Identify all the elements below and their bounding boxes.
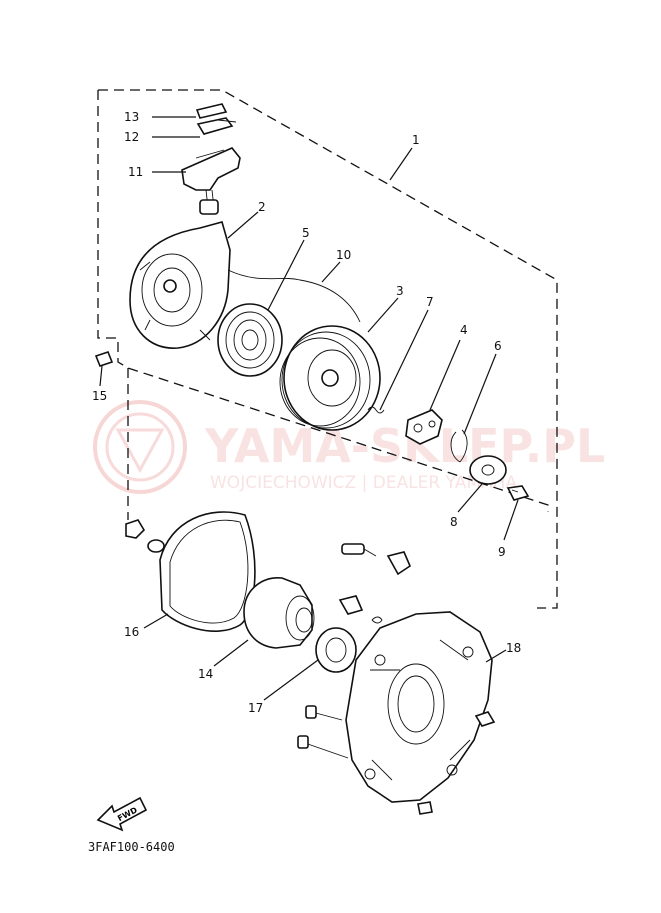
callout-7: 7 xyxy=(426,295,434,309)
callout-10: 10 xyxy=(336,248,351,262)
part-10-rope xyxy=(227,269,361,323)
part-6-clip xyxy=(450,429,468,463)
callout-15: 15 xyxy=(92,389,107,403)
watermark-subtitle: WOJCIECHOWICZ | DEALER YAMAHA xyxy=(210,473,517,493)
callout-12: 12 xyxy=(124,130,139,144)
callout-5: 5 xyxy=(302,226,310,240)
callout-16: 16 xyxy=(124,625,139,639)
part-7-spring xyxy=(367,406,385,414)
part-12-clip xyxy=(196,117,237,135)
callout-8: 8 xyxy=(450,515,458,529)
callout-9: 9 xyxy=(498,545,506,559)
callouts: 1 2 3 4 5 6 7 8 9 10 11 12 13 14 15 16 1… xyxy=(92,110,521,715)
watermark-title: YAMA-SKLEP.PL xyxy=(204,419,605,473)
callout-4: 4 xyxy=(460,323,468,337)
watermark: YAMA-SKLEP.PL WOJCIECHOWICZ | DEALER YAM… xyxy=(93,400,605,494)
watermark-logo xyxy=(93,400,187,494)
diagram-code: 3FAF100-6400 xyxy=(88,840,175,854)
callout-18: 18 xyxy=(506,641,521,655)
callout-11: 11 xyxy=(128,165,143,179)
part-8-plate xyxy=(469,455,507,485)
assembly-outline xyxy=(97,89,558,609)
callout-2: 2 xyxy=(258,200,266,214)
part-2-starter-case xyxy=(129,221,231,349)
nut-washer xyxy=(125,519,165,553)
part-16-gasket xyxy=(159,511,256,633)
fwd-arrow: FWD xyxy=(96,796,148,832)
leader-lines xyxy=(99,116,519,701)
callout-1: 1 xyxy=(412,133,420,147)
part-14-drive-pulley xyxy=(243,577,315,649)
part-18-case-cover xyxy=(345,611,493,803)
part-5-spring xyxy=(217,303,283,377)
callout-13: 13 xyxy=(124,110,139,124)
part-3-pulley xyxy=(279,325,381,431)
part-11-handle xyxy=(181,147,241,215)
part-17-oil-seal xyxy=(315,627,357,673)
cover-bolts xyxy=(297,705,496,815)
part-9-bolt xyxy=(506,485,530,501)
part-13-cap xyxy=(195,103,228,119)
small-parts xyxy=(338,543,411,624)
callout-6: 6 xyxy=(494,339,502,353)
part-15-bolt xyxy=(94,351,114,367)
callout-17: 17 xyxy=(248,701,263,715)
part-4-ratchet xyxy=(405,409,443,445)
callout-14: 14 xyxy=(198,667,213,681)
callout-3: 3 xyxy=(396,284,404,298)
